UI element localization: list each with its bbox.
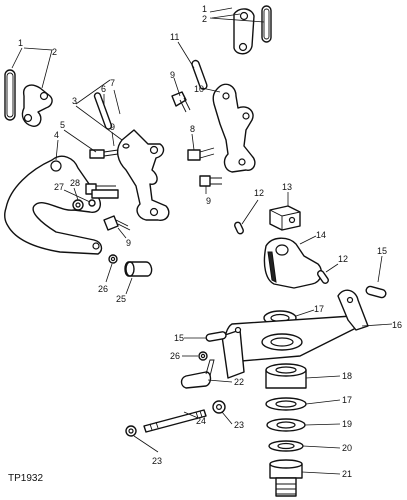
callout: 10 [194,84,204,94]
pin-7 [91,189,119,199]
spindle-stack [265,363,307,497]
callout: 16 [392,320,402,330]
pin-15-right [365,285,387,299]
top-link-spacer [261,5,272,43]
block-13 [269,205,301,231]
lever-arm-body [3,155,103,255]
callout: 3 [72,96,77,106]
bolt-8 [187,149,201,161]
callout: 9 [126,238,131,248]
pin-12-right [317,270,329,284]
leader-lines [11,7,393,475]
callout: 5 [60,120,65,130]
callout: 17 [314,304,324,314]
pin-assembly-25 [108,254,153,277]
callout: 6 [101,84,106,94]
callout: 9 [206,196,211,206]
small-hardware-left [72,199,131,231]
washer-28 [88,199,96,207]
callout: 17 [342,395,352,405]
rod-24 [143,409,207,433]
bolt-9-lower [199,175,211,187]
bolt-9-upper [171,91,187,107]
left-link-spacer [4,69,16,121]
callout: 1 [18,38,23,48]
callout: 13 [282,182,292,192]
base-bracket-ear [337,289,369,331]
bolt-21-shank [275,477,297,497]
bolt-5-head [89,149,105,159]
callout: 14 [316,230,326,240]
callout: 21 [342,469,352,479]
callout: 27 [54,182,64,192]
figure-id: TP1932 [8,473,43,484]
pin-6 [93,92,113,130]
callout: 28 [70,178,80,188]
base-bracket [180,289,369,389]
callout: 22 [234,377,244,387]
callout: 15 [174,333,184,343]
callout: 24 [196,416,206,426]
callout: 11 [170,32,179,42]
right-bellcrank-body [212,83,256,173]
lever-arm [3,155,103,255]
callout: 2 [202,14,207,24]
callout: 12 [338,254,348,264]
pin-15-left [205,331,227,342]
callout: 7 [110,78,115,88]
callout: 26 [98,284,108,294]
callout: 19 [342,419,352,429]
callout: 9 [110,122,115,132]
fitting-22 [180,371,212,389]
callout: 18 [342,371,352,381]
callout: 2 [52,47,57,57]
callout: 12 [254,188,264,198]
callout: 8 [190,124,195,134]
callout: 26 [170,351,180,361]
callout: 9 [170,70,175,80]
top-link-assembly [233,5,272,55]
right-bellcrank [171,59,256,187]
callout: 23 [234,420,244,430]
left-link-assembly [4,69,53,127]
callout: 15 [377,246,387,256]
callout-labels: 1 2 1 2 11 9 10 8 9 3 6 7 5 9 4 28 27 9 … [18,4,402,479]
callout: 20 [342,443,352,453]
callout: 23 [152,456,162,466]
rod-assembly [125,400,226,437]
callout: 25 [116,294,126,304]
callout: 4 [54,130,59,140]
center-bracket-parts [234,205,387,299]
base-bracket-web [221,329,245,379]
pin-12-left [234,221,244,235]
left-bellcrank [85,92,170,221]
callout: 1 [202,4,207,14]
